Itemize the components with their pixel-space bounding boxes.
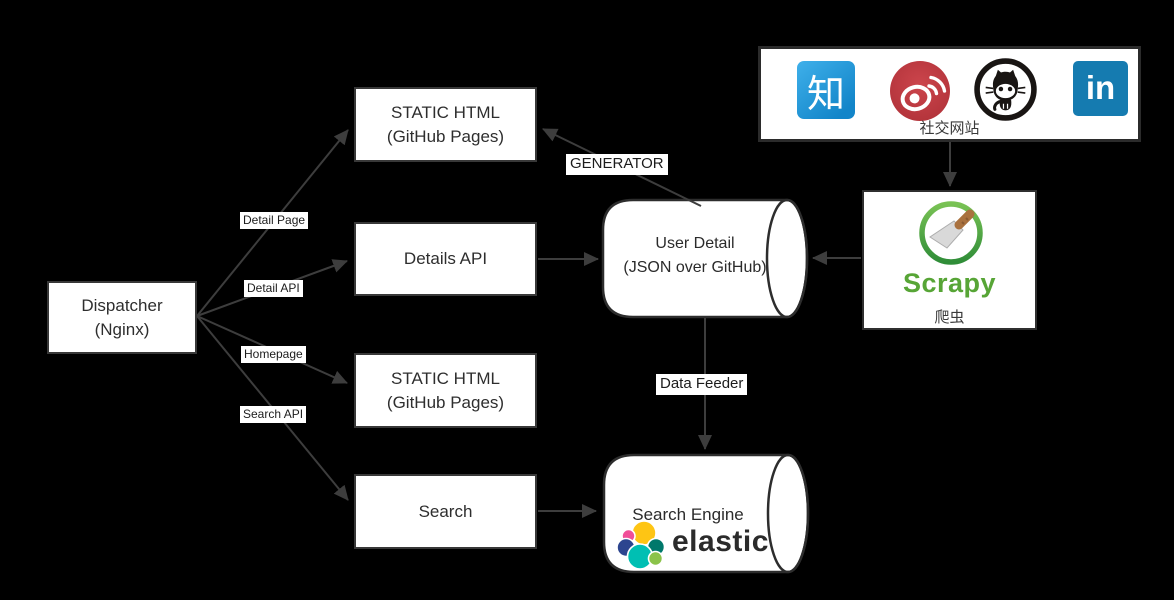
zhihu-glyph: 知	[806, 73, 845, 116]
elastic-icon	[616, 520, 666, 570]
linkedin-glyph: in	[1085, 68, 1116, 106]
scrapy-icon	[919, 201, 983, 265]
node-static-html-home: STATIC HTML (GitHub Pages)	[354, 353, 537, 428]
edge-label-detail-api: Detail API	[244, 280, 303, 297]
node-dispatcher: Dispatcher (Nginx)	[47, 281, 197, 354]
static-html-detail-label: STATIC HTML (GitHub Pages)	[386, 102, 505, 146]
node-details-api: Details API	[354, 222, 537, 296]
zhihu-icon: 知	[797, 61, 855, 119]
edge-label-detail-page: Detail Page	[240, 212, 309, 229]
edge-label-search-api: Search API	[240, 406, 307, 423]
edge-label-generator: GENERATOR	[566, 154, 668, 175]
user-detail-cylinder	[601, 198, 809, 319]
node-search: Search	[354, 474, 537, 549]
search-label: Search	[418, 501, 473, 521]
dispatcher-label: Dispatcher (Nginx)	[81, 295, 163, 339]
edge-label-homepage: Homepage	[241, 346, 306, 363]
scrapy-brand: Scrapy	[902, 268, 997, 298]
github-icon	[974, 58, 1037, 121]
social-sites-caption: 社交网站	[919, 120, 980, 137]
static-html-home-label: STATIC HTML (GitHub Pages)	[386, 368, 505, 412]
elastic-wordmark: elastic	[672, 525, 769, 558]
scrapy-caption: 爬虫	[934, 309, 965, 326]
node-scrapy: Scrapy 爬虫	[862, 190, 1037, 330]
node-social-sites: 知	[758, 46, 1141, 142]
weibo-icon	[890, 61, 950, 121]
user-detail-store-label: User Detail (JSON over GitHub)	[623, 235, 767, 276]
edge-label-data-feeder: Data Feeder	[656, 374, 748, 395]
node-static-html-detail: STATIC HTML (GitHub Pages)	[354, 87, 537, 162]
details-api-label: Details API	[403, 249, 488, 269]
search-engine-store-label: Search Engine	[632, 505, 744, 524]
linkedin-icon: in	[1073, 61, 1128, 116]
